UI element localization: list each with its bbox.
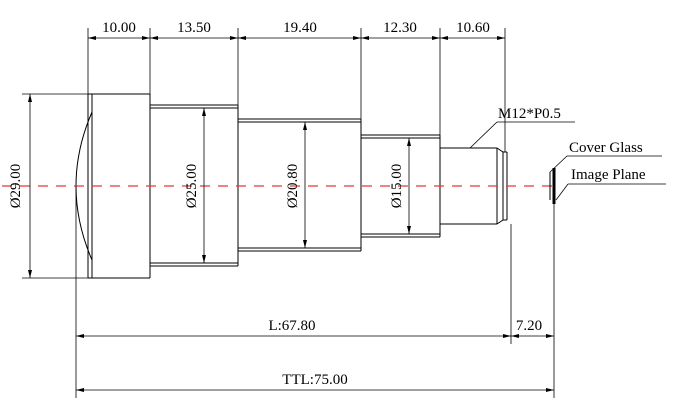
- length-label: L:67.80: [268, 318, 315, 334]
- image-sensor: [549, 168, 556, 204]
- callouts: M12*P0.5 Cover Glass Image Plane: [469, 106, 666, 201]
- bfl-label: 7.20: [516, 318, 542, 334]
- thread-label: M12*P0.5: [498, 106, 561, 122]
- diameter-dimensions: Ø29.00 Ø25.00 Ø20.80 Ø15.00: [8, 93, 411, 279]
- dim-10-60: 10.60: [456, 20, 490, 36]
- dim-19-40: 19.40: [283, 20, 317, 36]
- dim-12-30: 12.30: [383, 20, 417, 36]
- dia-20-8-label: Ø20.80: [285, 164, 301, 209]
- image-plane-label: Image Plane: [571, 167, 646, 183]
- dia-29-label: Ø29.00: [8, 164, 24, 209]
- ttl-label: TTL:75.00: [282, 372, 347, 388]
- cover-glass-label: Cover Glass: [569, 140, 643, 156]
- top-dimensions: 10.00 13.50 19.40 12.30 10.60: [87, 20, 506, 152]
- bottom-dimensions: L:67.80 7.20 TTL:75.00: [75, 186, 555, 398]
- dia-25-label: Ø25.00: [184, 164, 200, 209]
- section-3: [238, 118, 362, 252]
- section-thread: [440, 147, 508, 225]
- dim-10-00: 10.00: [102, 20, 136, 36]
- dim-13-50: 13.50: [177, 20, 211, 36]
- dia-15-label: Ø15.00: [389, 164, 405, 209]
